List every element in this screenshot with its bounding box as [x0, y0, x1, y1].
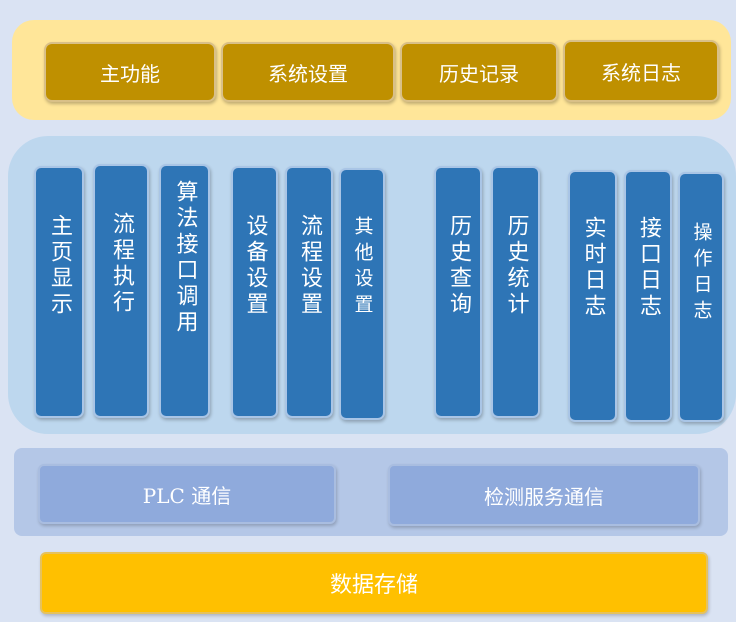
module-operation-log[interactable]: 操作日志 [678, 172, 724, 422]
data-storage-box[interactable]: 数据存储 [40, 552, 708, 614]
menu-history[interactable]: 历史记录 [400, 42, 558, 102]
menu-system-log[interactable]: 系统日志 [563, 40, 719, 102]
module-algorithm-interface[interactable]: 算法接口调用 [159, 164, 210, 418]
detection-service-communication-box[interactable]: 检测服务通信 [388, 464, 700, 526]
module-device-settings-label: 设备设置 [242, 214, 268, 318]
menu-history-label: 历史记录 [439, 61, 519, 86]
module-history-statistics[interactable]: 历史统计 [491, 166, 540, 418]
module-process-settings[interactable]: 流程设置 [285, 166, 333, 418]
module-process-execution-label: 流程执行 [109, 212, 134, 316]
module-other-settings[interactable]: 其他设置 [339, 168, 385, 420]
module-interface-log-label: 接口日志 [636, 216, 661, 320]
module-realtime-log[interactable]: 实时日志 [568, 170, 617, 422]
menu-main-function[interactable]: 主功能 [44, 42, 216, 102]
plc-communication-label: PLC 通信 [142, 483, 232, 508]
module-history-statistics-label: 历史统计 [503, 214, 529, 318]
module-interface-log[interactable]: 接口日志 [624, 170, 672, 422]
module-history-query-label: 历史查询 [446, 214, 471, 318]
module-algorithm-interface-label: 算法接口调用 [172, 180, 198, 336]
module-home-display[interactable]: 主页显示 [34, 166, 84, 418]
menu-system-log-label: 系统日志 [601, 60, 681, 85]
module-other-settings-label: 其他设置 [351, 216, 374, 320]
module-realtime-log-label: 实时日志 [580, 216, 606, 320]
plc-communication-box[interactable]: PLC 通信 [38, 464, 336, 524]
menu-system-settings-label: 系统设置 [268, 61, 348, 86]
module-home-display-label: 主页显示 [47, 214, 72, 318]
module-operation-log-label: 操作日志 [690, 222, 713, 326]
menu-system-settings[interactable]: 系统设置 [221, 42, 395, 102]
module-process-execution[interactable]: 流程执行 [93, 164, 149, 418]
detection-service-communication-label: 检测服务通信 [484, 484, 604, 509]
module-device-settings[interactable]: 设备设置 [231, 166, 278, 418]
data-storage-label: 数据存储 [329, 573, 418, 598]
module-history-query[interactable]: 历史查询 [434, 166, 482, 418]
menu-main-function-label: 主功能 [100, 61, 160, 86]
module-process-settings-label: 流程设置 [297, 214, 322, 318]
